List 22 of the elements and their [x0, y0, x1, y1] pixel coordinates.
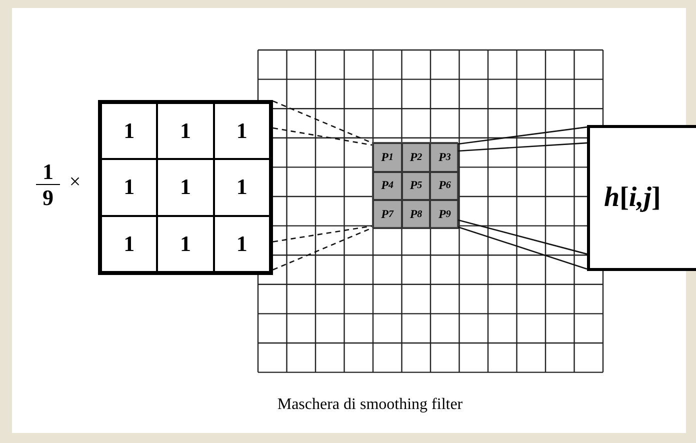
mask-cell: 1 — [157, 216, 214, 272]
mask-cell: 1 — [101, 103, 158, 160]
projection-line — [272, 127, 372, 146]
projection-line — [458, 142, 588, 152]
mask-cell: 1 — [214, 216, 270, 272]
projection-line — [458, 219, 588, 255]
multiply-sign: × — [68, 170, 82, 194]
projection-line — [458, 126, 588, 145]
mask-cell: 1 — [157, 159, 214, 216]
fraction-denominator: 9 — [42, 186, 54, 210]
mask-cell: 1 — [214, 159, 270, 216]
projection-line — [272, 225, 372, 242]
filter-mask — [98, 100, 273, 275]
projection-line — [458, 226, 588, 270]
caption: Maschera di smoothing filter — [276, 396, 464, 414]
mask-cell: 1 — [157, 103, 214, 160]
fraction-numerator: 1 — [42, 160, 54, 184]
pixel-patch — [372, 142, 458, 228]
output-box: h[i,j] — [587, 125, 696, 271]
mask-cell: 1 — [101, 216, 158, 272]
mask-cell: 1 — [101, 159, 158, 216]
mask-cell: 1 — [214, 103, 270, 160]
